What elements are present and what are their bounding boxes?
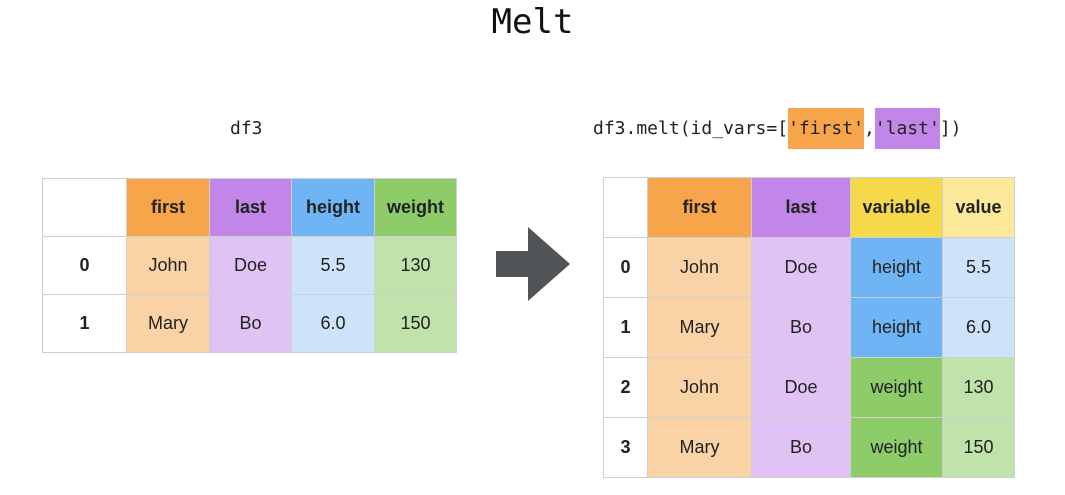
- right-header-value: value: [942, 177, 1015, 238]
- row-index: 0: [42, 236, 127, 295]
- table-row: 1 Mary Bo height 6.0: [603, 297, 1015, 358]
- right-table: first last variable value 0 John Doe hei…: [603, 177, 1015, 478]
- cell-last: Bo: [209, 294, 292, 353]
- right-header-variable: variable: [850, 177, 943, 238]
- left-header-height: height: [291, 178, 375, 237]
- left-header-blank: [42, 178, 127, 237]
- right-header-last: last: [751, 177, 851, 238]
- table-row: 2 John Doe weight 130: [603, 357, 1015, 418]
- cell-first: Mary: [126, 294, 210, 353]
- cell-first: John: [647, 357, 752, 418]
- caption-separator: ,: [863, 117, 875, 139]
- caption-arg-last: 'last': [874, 107, 940, 149]
- cell-first: John: [126, 236, 210, 295]
- right-header-first: first: [647, 177, 752, 238]
- cell-last: Bo: [751, 417, 851, 478]
- left-table: first last height weight 0 John Doe 5.5 …: [42, 178, 457, 353]
- table-row: 0 John Doe 5.5 130: [42, 236, 457, 295]
- left-header-last: last: [209, 178, 292, 237]
- cell-first: Mary: [647, 417, 752, 478]
- left-header-first: first: [126, 178, 210, 237]
- right-arrow-icon: [496, 227, 570, 301]
- row-index: 1: [42, 294, 127, 353]
- table-row: 3 Mary Bo weight 150: [603, 417, 1015, 478]
- cell-last: Doe: [751, 237, 851, 298]
- cell-last: Doe: [209, 236, 292, 295]
- cell-last: Doe: [751, 357, 851, 418]
- cell-value: 6.0: [942, 297, 1015, 358]
- caption-arg-first: 'first': [788, 107, 864, 149]
- left-header-weight: weight: [374, 178, 457, 237]
- row-index: 3: [603, 417, 648, 478]
- left-header-row: first last height weight: [42, 178, 457, 237]
- cell-first: Mary: [647, 297, 752, 358]
- cell-variable: weight: [850, 417, 943, 478]
- arrow-shape: [496, 227, 570, 301]
- cell-variable: weight: [850, 357, 943, 418]
- cell-value: 130: [942, 357, 1015, 418]
- caption-suffix: ]): [939, 117, 962, 139]
- cell-weight: 150: [374, 294, 457, 353]
- cell-weight: 130: [374, 236, 457, 295]
- cell-value: 150: [942, 417, 1015, 478]
- cell-variable: height: [850, 237, 943, 298]
- cell-first: John: [647, 237, 752, 298]
- right-header-row: first last variable value: [603, 177, 1015, 238]
- page-title: Melt: [491, 2, 574, 42]
- table-row: 0 John Doe height 5.5: [603, 237, 1015, 298]
- left-table-caption: df3: [230, 118, 263, 139]
- cell-height: 5.5: [291, 236, 375, 295]
- cell-last: Bo: [751, 297, 851, 358]
- row-index: 1: [603, 297, 648, 358]
- cell-variable: height: [850, 297, 943, 358]
- right-table-caption: df3.melt(id_vars=['first', 'last']): [593, 106, 962, 150]
- table-row: 1 Mary Bo 6.0 150: [42, 294, 457, 353]
- caption-prefix: df3.melt(id_vars=[: [593, 117, 789, 139]
- cell-height: 6.0: [291, 294, 375, 353]
- cell-value: 5.5: [942, 237, 1015, 298]
- row-index: 0: [603, 237, 648, 298]
- right-header-blank: [603, 177, 648, 238]
- row-index: 2: [603, 357, 648, 418]
